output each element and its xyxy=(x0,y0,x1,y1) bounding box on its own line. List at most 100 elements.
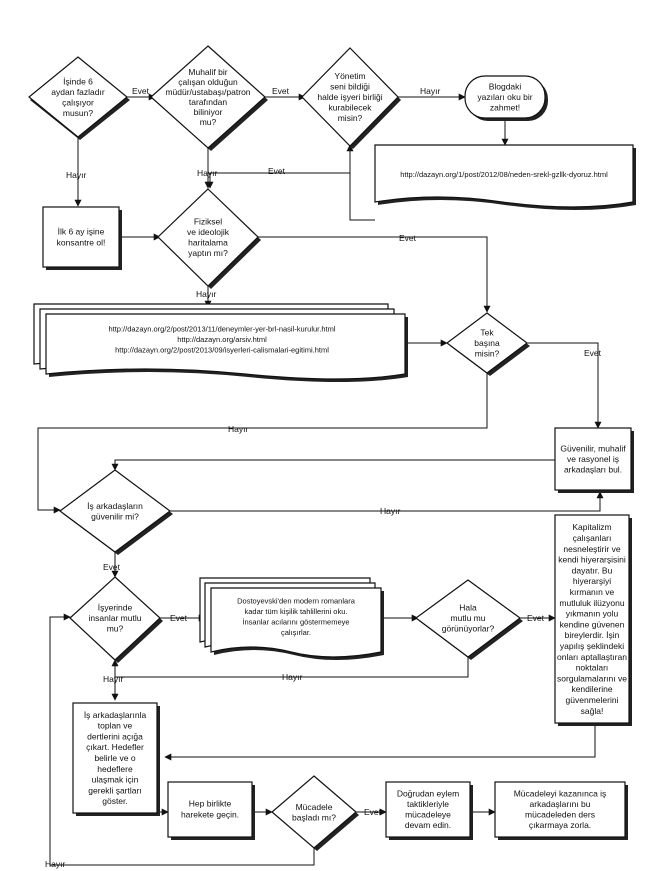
t1-line: zahmet! xyxy=(490,103,520,113)
p7-line: mücadeleden ders xyxy=(525,809,595,819)
p3-line: çalışanları xyxy=(573,533,612,543)
d7-line: mu? xyxy=(107,624,124,634)
d3-line: misin? xyxy=(338,113,363,123)
p4-line: çıkart. Hedefler xyxy=(86,742,144,752)
p3-line: dayatır. Bu xyxy=(572,565,613,575)
terminator-t1 xyxy=(464,75,546,119)
d5-line: başına xyxy=(474,338,500,348)
d2-line: Muhalif bir xyxy=(188,67,227,77)
decision-d2 xyxy=(150,45,266,149)
document-doc2 xyxy=(45,313,406,380)
edge-p2-d6 xyxy=(111,459,555,471)
edge-p3-p4 xyxy=(164,722,596,761)
p5-line: Hep birlikte xyxy=(189,799,232,809)
doc3-line: İnsanlar acılarını göstermemeye xyxy=(242,617,349,626)
edge-d3-d4 xyxy=(206,145,351,189)
p3-line: bireylerdir. İşin xyxy=(565,630,620,640)
process-p3 xyxy=(554,514,630,724)
p1-line: İlk 6 ay işine xyxy=(58,227,105,237)
d6-line: İş arkadaşların xyxy=(87,501,143,511)
doc2-line: http://dazayn.org/arsiv.html xyxy=(177,335,267,344)
d4-line: Fiziksel xyxy=(194,216,222,226)
label-d7-yes: Evet xyxy=(170,613,188,623)
p4-line: belirle ve o xyxy=(94,753,135,763)
d2-line: tarafından xyxy=(189,97,228,107)
t1-line: yazıları oku bir xyxy=(477,92,532,102)
d1-line: çalışıyor xyxy=(62,97,94,107)
label-d8-yes: Evet xyxy=(527,613,545,623)
p6-line: mücadeleye xyxy=(405,809,451,819)
label-d5-yes: Evet xyxy=(584,348,602,358)
d2-line: biliniyor xyxy=(194,107,223,117)
process-p1 xyxy=(42,206,120,268)
d3-line: Yönetim xyxy=(334,71,365,81)
decision-d3 xyxy=(301,47,399,147)
p3-line: kendilerine xyxy=(571,684,612,694)
d4-line: ve ideolojik xyxy=(187,227,230,237)
p3-line: kendi hiyerarşisini xyxy=(558,555,626,565)
p4-line: ulaşmak için xyxy=(92,775,139,785)
p3-line: sağla! xyxy=(581,706,604,716)
p6-line: Doğrudan eylem xyxy=(397,788,459,798)
node-text-doc2: http://dazayn.org/2/post/2013/11/deneyml… xyxy=(108,325,335,355)
d8-line: mutlu mu xyxy=(451,613,486,623)
d7-line: İşyerinde xyxy=(98,603,133,613)
t1-line: Blogdaki xyxy=(489,82,522,92)
label-d7-no: Hayır xyxy=(103,674,123,684)
d2-line: müdür/ustabaşı/patron xyxy=(165,87,250,97)
p3-line: kendine güvenen xyxy=(560,619,625,629)
d8-line: Hala xyxy=(459,603,477,613)
p3-line: mutluluk ilüzyonu xyxy=(559,598,624,608)
p4-line: hedeflere xyxy=(97,764,133,774)
d9-line: başladı mı? xyxy=(292,812,336,822)
doc2-line: http://dazayn.org/2/post/2013/11/deneyml… xyxy=(108,325,335,334)
label-d2-no: Hayır xyxy=(197,168,217,178)
p3-line: onları aptallaştıran xyxy=(557,652,627,662)
process-p7 xyxy=(494,781,626,838)
edge-d9-d7 xyxy=(49,613,315,866)
label-d3-no: Hayır xyxy=(420,86,440,96)
p5-line: harekete geçin. xyxy=(181,810,239,820)
label-d2-yes: Evet xyxy=(272,86,290,96)
process-p4 xyxy=(72,702,158,814)
p2-line: arkadaşları bul. xyxy=(564,465,622,475)
doc2-line: http://dazayn.org/2/post/2013/09/isyerle… xyxy=(115,346,329,355)
p3-line: hiyerarşiyi xyxy=(573,576,611,586)
p4-line: gerekli şartları xyxy=(88,785,141,795)
p4-line: dertlerini açığa xyxy=(87,731,143,741)
p2-line: Güvenilir, muhalif xyxy=(560,444,626,454)
d6-line: güvenilir mi? xyxy=(91,511,139,521)
decision-d5 xyxy=(446,312,528,374)
process-p6 xyxy=(385,781,471,838)
label-d4-yes: Evet xyxy=(399,233,417,243)
label-d6-yes: Evet xyxy=(103,562,121,572)
process-p5 xyxy=(167,781,253,838)
d4-line: haritalama xyxy=(188,237,228,247)
doc3-line: çalışırlar. xyxy=(281,628,311,637)
decision-d8 xyxy=(414,579,522,658)
document-doc3 xyxy=(210,587,382,658)
d9-line: Mücadele xyxy=(296,802,333,812)
label-d5-no: Hayır xyxy=(228,424,248,434)
